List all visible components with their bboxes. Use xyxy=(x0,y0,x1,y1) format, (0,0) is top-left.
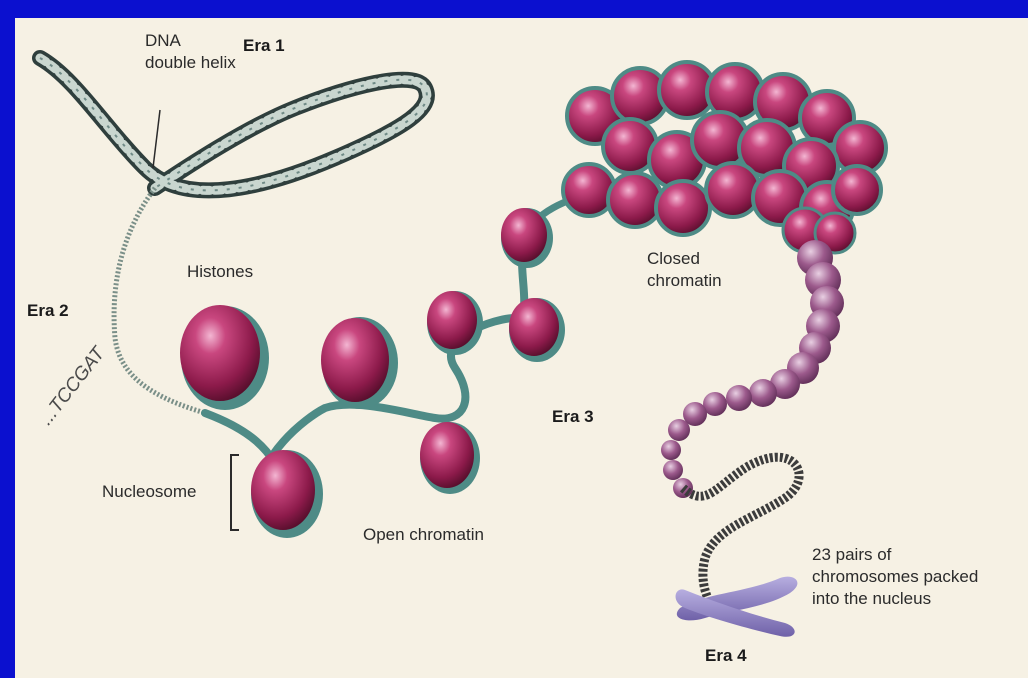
nucleosome xyxy=(427,291,483,355)
chromosomes-label: 23 pairs of xyxy=(812,544,891,565)
chromosomes-label-line3: into the nucleus xyxy=(812,588,931,609)
nucleosome xyxy=(509,298,565,362)
dna-label-line2: double helix xyxy=(145,52,236,73)
closed-chromatin-label: Closed xyxy=(647,248,700,269)
nucleosome xyxy=(420,422,480,494)
diagram-panel: Era 1 DNA double helix Histones Era 2 ..… xyxy=(15,18,1028,678)
nucleosome xyxy=(321,317,398,409)
dna-double-helix xyxy=(40,58,427,190)
histones-label: Histones xyxy=(187,261,253,282)
nucleosome-bracket xyxy=(231,455,239,530)
era3-label: Era 3 xyxy=(552,407,594,427)
era4-label: Era 4 xyxy=(705,646,747,666)
closed-chromatin-cluster xyxy=(563,62,886,253)
closed-chromatin-label-line2: chromatin xyxy=(647,270,722,291)
nucleosome xyxy=(501,208,553,268)
chromosomes-label-line2: chromosomes packed xyxy=(812,566,978,587)
nucleosome-histones xyxy=(180,305,269,410)
era2-label: Era 2 xyxy=(27,301,69,321)
open-chromatin-label: Open chromatin xyxy=(363,524,484,545)
dna-label: DNA xyxy=(145,30,181,51)
dna-leader-line xyxy=(153,110,160,168)
chromosome xyxy=(676,577,798,637)
nucleosome xyxy=(251,450,323,538)
era1-label: Era 1 xyxy=(243,36,285,56)
nucleosome-label: Nucleosome xyxy=(102,481,197,502)
